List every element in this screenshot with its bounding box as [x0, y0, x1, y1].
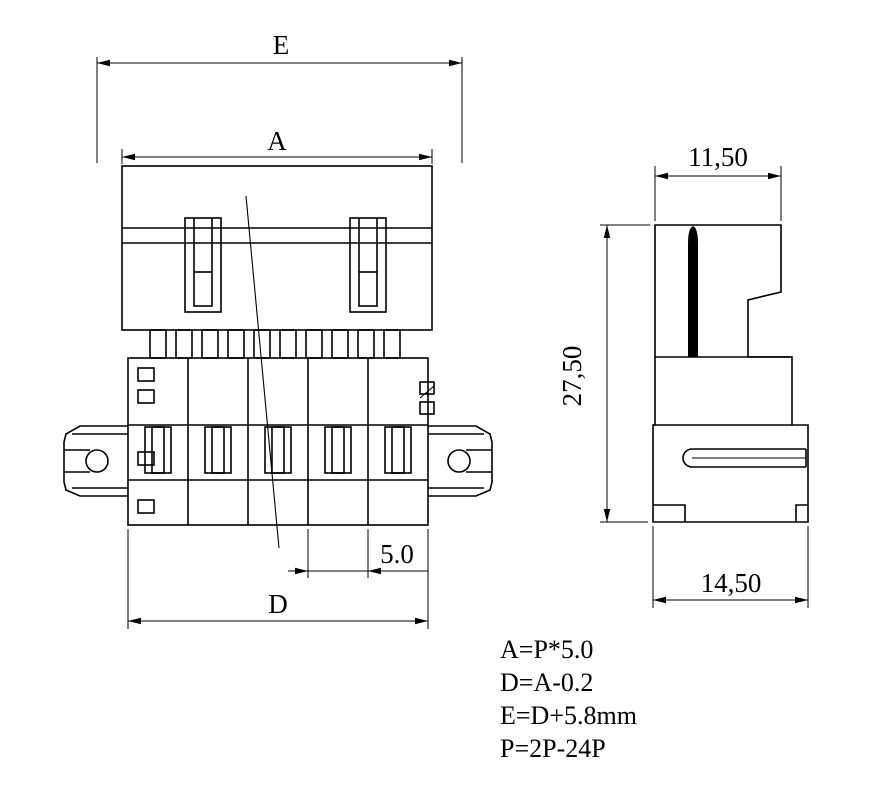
- section-line: [245, 195, 280, 549]
- left-mounting-ear: [63, 425, 128, 497]
- upper-housing: [121, 165, 433, 331]
- right-mounting-ear: [428, 425, 493, 497]
- formula-notes: A=P*5.0 D=A-0.2 E=D+5.8mm P=2P-24P: [500, 635, 637, 763]
- contact-pin: [688, 226, 698, 357]
- terminal-teeth: [149, 329, 401, 359]
- terminal-block: [127, 357, 435, 526]
- dimension-bottom-width: 14,50: [652, 526, 809, 608]
- dimension-top-width: 11,50: [654, 142, 782, 221]
- note-line-2: D=A-0.2: [500, 668, 593, 697]
- note-line-1: A=P*5.0: [500, 635, 593, 664]
- side-view: [652, 224, 809, 523]
- dimension-height: 27,50: [557, 224, 650, 523]
- dim-label-a: A: [267, 126, 287, 156]
- mounting-rail-slot: [682, 448, 807, 468]
- note-line-3: E=D+5.8mm: [500, 701, 637, 730]
- dim-label-d: D: [268, 589, 288, 619]
- dim-label-top-width: 11,50: [688, 142, 748, 172]
- dimension-a: A: [121, 126, 433, 164]
- side-outline: [652, 224, 809, 523]
- dim-label-e: E: [273, 30, 290, 60]
- base-feet: [653, 504, 808, 522]
- dimension-d: D: [127, 529, 429, 629]
- dim-label-height: 27,50: [557, 346, 587, 407]
- dimension-e: E: [96, 30, 463, 163]
- dim-label-bottom-width: 14,50: [701, 568, 762, 598]
- front-view: [63, 165, 493, 549]
- dimension-pitch: 5.0: [288, 529, 428, 578]
- note-line-4: P=2P-24P: [500, 734, 606, 763]
- dim-label-pitch: 5.0: [380, 539, 414, 569]
